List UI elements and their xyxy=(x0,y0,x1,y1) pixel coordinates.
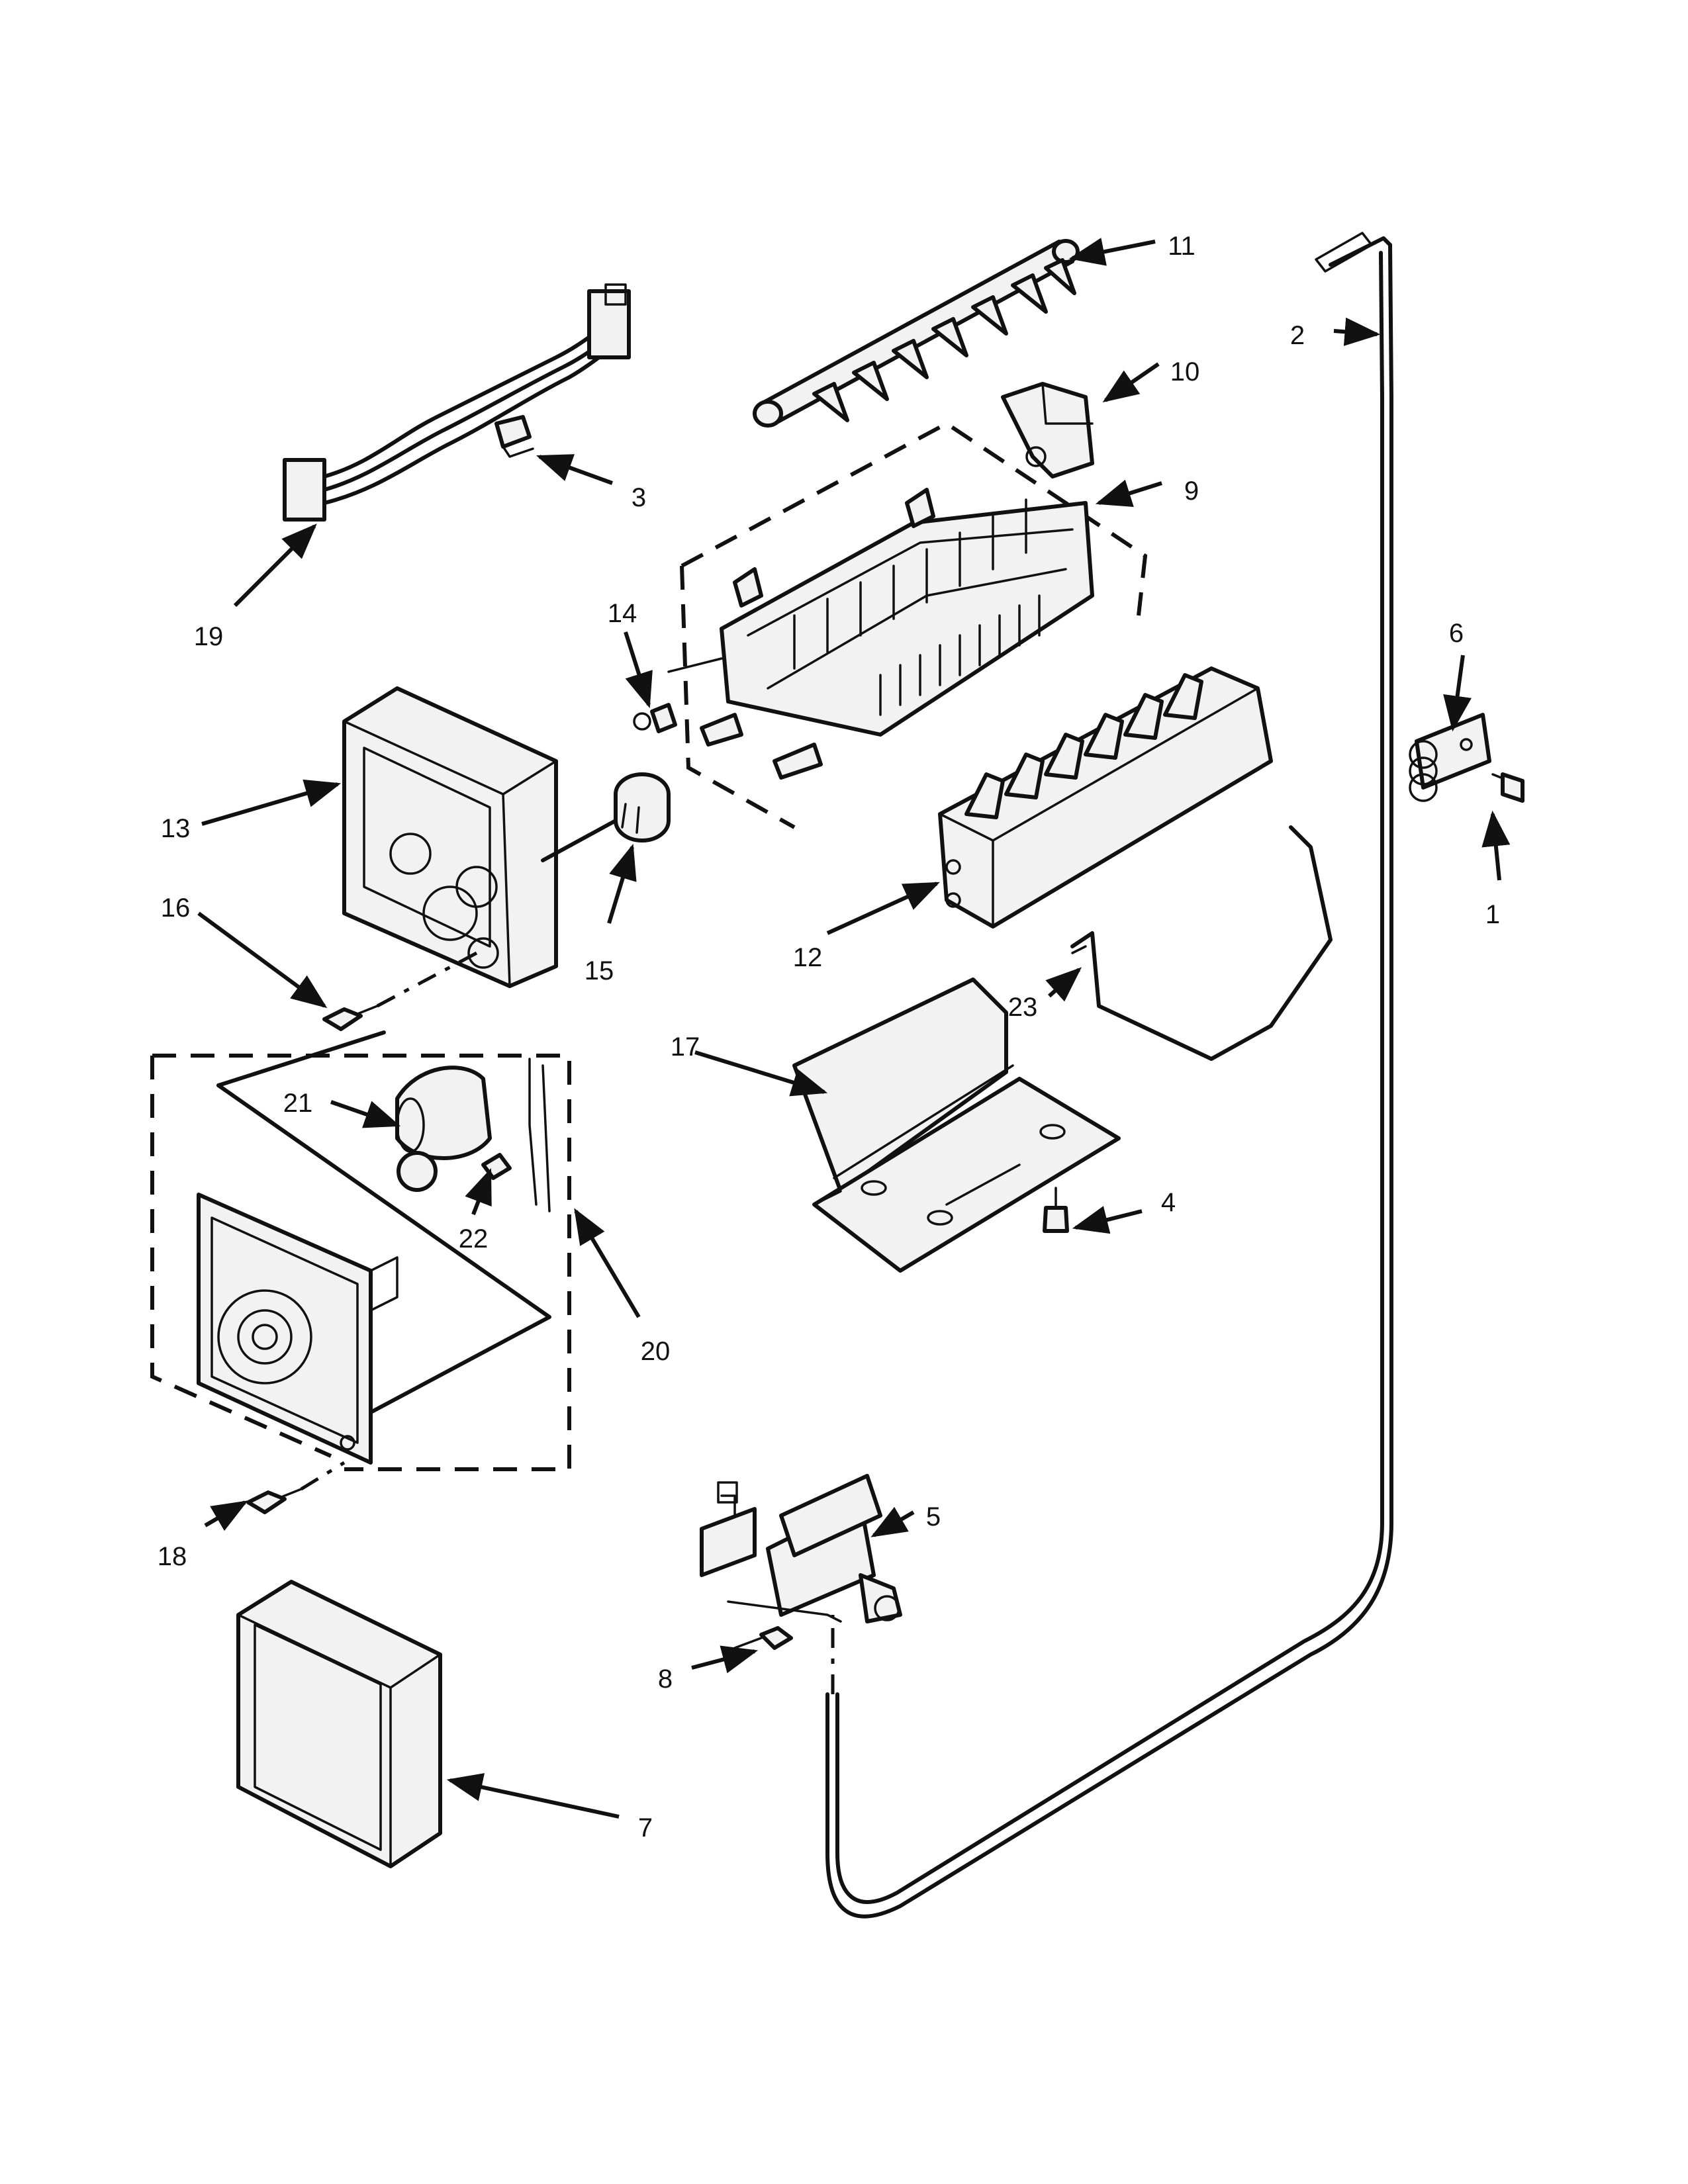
callout-20: 20 xyxy=(641,1337,671,1366)
callout-14: 14 xyxy=(608,599,637,628)
callout-5: 5 xyxy=(926,1502,941,1531)
callout-3: 3 xyxy=(632,483,646,512)
callout-6: 6 xyxy=(1449,619,1464,648)
screw-part-4 xyxy=(1043,1187,1069,1233)
callout-2: 2 xyxy=(1290,321,1305,350)
control-housing-part-13 xyxy=(342,686,558,988)
callout-10: 10 xyxy=(1170,357,1200,387)
bracket-part-10 xyxy=(1001,382,1094,478)
water-valve-part-5 xyxy=(700,1474,902,1623)
thermostat-part-15 xyxy=(541,772,671,862)
callout-8: 8 xyxy=(658,1664,673,1694)
callout-1: 1 xyxy=(1485,900,1500,929)
screw-18-path xyxy=(300,1461,346,1491)
leader-lines xyxy=(197,238,1511,1819)
callout-21: 21 xyxy=(283,1089,313,1118)
callout-labels: 1 2 3 4 5 6 7 8 9 10 11 12 13 14 15 16 1… xyxy=(158,232,1500,1843)
fill-tube-part-2 xyxy=(825,232,1393,1919)
stripper-part-12 xyxy=(938,666,1273,929)
callout-9: 9 xyxy=(1184,477,1199,506)
foam-block-part-7 xyxy=(236,1580,442,1868)
callout-17: 17 xyxy=(671,1032,700,1062)
callout-19: 19 xyxy=(194,622,224,651)
screw-part-8 xyxy=(733,1626,793,1650)
ejector-part-11 xyxy=(753,239,1080,428)
motor-part-21 xyxy=(395,1058,551,1212)
screw-16-path xyxy=(376,951,478,1008)
screw-part-18 xyxy=(246,1488,303,1514)
clip-part-14 xyxy=(633,703,677,733)
bin-part-17 xyxy=(792,978,1121,1273)
wire-harness-part-19 xyxy=(283,283,631,522)
callout-13: 13 xyxy=(161,814,191,843)
callout-18: 18 xyxy=(158,1542,187,1571)
callout-16: 16 xyxy=(161,893,191,923)
callout-15: 15 xyxy=(585,956,614,985)
clip-part-3 xyxy=(494,415,534,458)
callout-12: 12 xyxy=(793,943,823,972)
callout-7: 7 xyxy=(638,1813,653,1843)
bail-wire-part-23 xyxy=(1070,825,1333,1061)
screw-part-1 xyxy=(1491,772,1524,803)
clamp-part-6 xyxy=(1409,713,1491,802)
module-kit-part-20 xyxy=(150,1030,571,1471)
callout-4: 4 xyxy=(1161,1188,1176,1217)
ice-mold-part-9 xyxy=(667,421,1148,829)
callout-23: 23 xyxy=(1008,993,1038,1022)
callout-11: 11 xyxy=(1168,232,1196,261)
callout-22: 22 xyxy=(459,1224,489,1253)
screw-part-16 xyxy=(322,1005,379,1031)
